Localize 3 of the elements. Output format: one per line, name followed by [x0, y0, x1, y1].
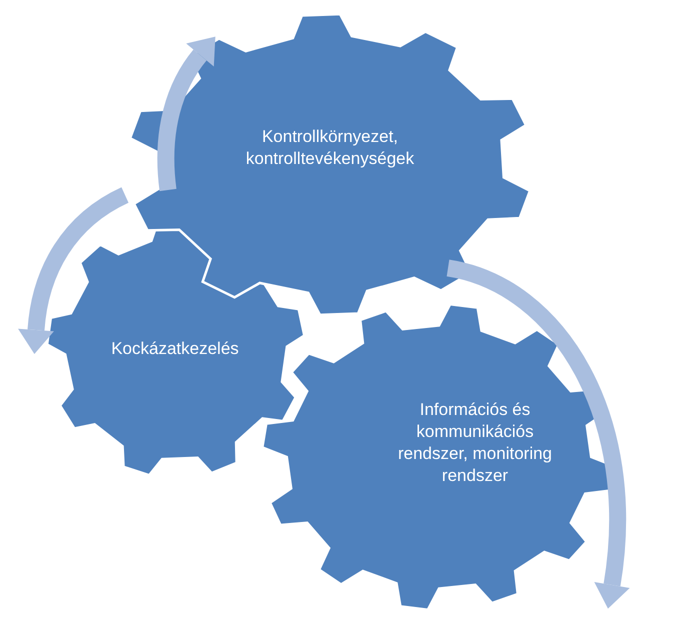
gear-label: Kontrollkörnyezet, kontrolltevékenységek	[244, 126, 416, 170]
gear-label: Kockázatkezelés	[110, 338, 240, 360]
gear-label: Információs és kommunikációs rendszer, monitoring rendszer	[396, 399, 554, 487]
